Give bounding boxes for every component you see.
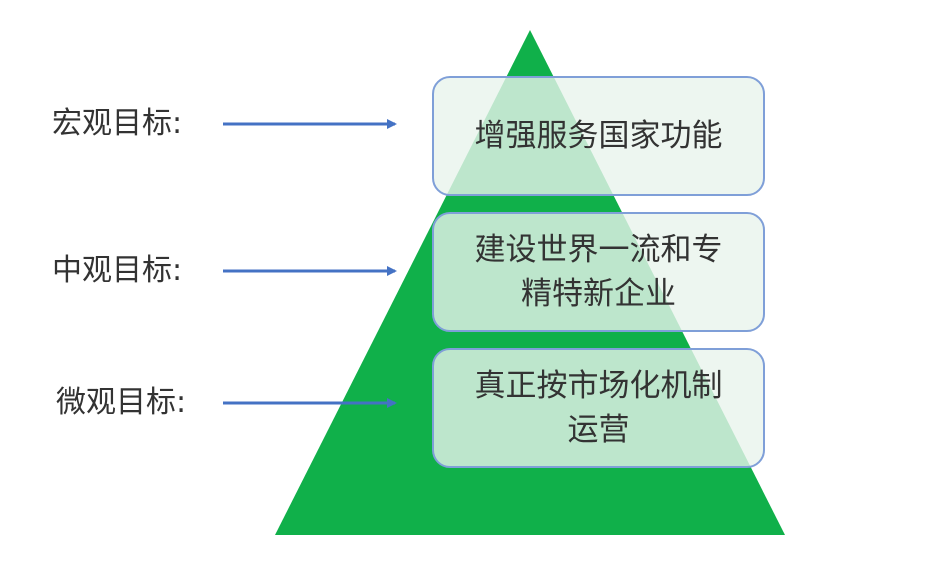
level-label-micro: 微观目标: — [56, 385, 187, 420]
goal-text-micro-line2: 运营 — [567, 412, 630, 448]
goal-text-meso-line2: 精特新企业 — [521, 276, 676, 312]
level-label-macro: 宏观目标: — [52, 106, 183, 141]
level-label-meso: 中观目标: — [52, 253, 183, 288]
goal-box-meso: 建设世界一流和专 精特新企业 — [432, 212, 765, 332]
goal-box-macro: 增强服务国家功能 — [432, 76, 765, 196]
goal-text-meso-line1: 建设世界一流和专 — [474, 232, 723, 268]
goal-text-micro-line1: 真正按市场化机制 — [474, 368, 723, 404]
goal-text-macro-line1: 增强服务国家功能 — [474, 118, 723, 154]
goal-box-micro: 真正按市场化机制 运营 — [432, 348, 765, 468]
